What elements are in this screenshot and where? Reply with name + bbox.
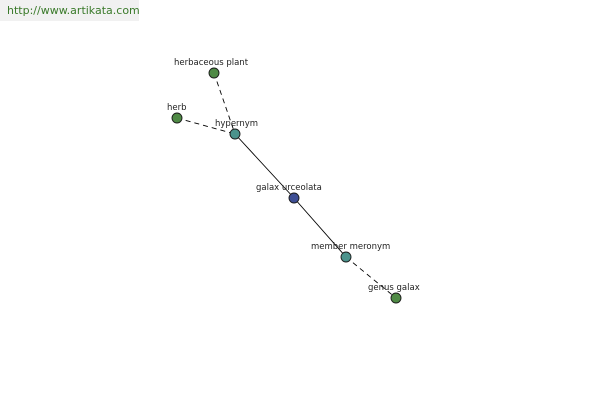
edge-herb-to-hypernym — [176, 117, 236, 135]
node-hypernym[interactable] — [229, 128, 241, 140]
node-herbaceous-plant[interactable] — [208, 67, 220, 79]
edge-hypernym-to-galax-urceolata — [234, 133, 295, 199]
edge-galax-urceolata-to-member-meronym — [293, 197, 347, 258]
nodes-layer — [171, 67, 402, 304]
node-label-herb: herb — [167, 103, 187, 113]
node-genus-galax[interactable] — [390, 292, 402, 304]
node-label-genus-galax: genus galax — [368, 283, 420, 293]
node-label-member-meronym: member meronym — [311, 242, 390, 252]
labels-layer: herbaceous plant herb hypernym galax urceol… — [167, 58, 420, 293]
edge-member-meronym-to-genus-galax — [345, 256, 397, 299]
edge-herbaceous-plant-to-hypernym — [213, 72, 236, 135]
watermark-bar: http://www.artikata.com — [0, 0, 140, 21]
node-herb[interactable] — [171, 112, 183, 124]
node-member-meronym[interactable] — [340, 251, 352, 263]
node-label-herbaceous-plant: herbaceous plant — [174, 58, 249, 68]
node-galax-urceolata[interactable] — [288, 192, 300, 204]
watermark-link[interactable]: http://www.artikata.com — [7, 4, 140, 17]
node-label-galax-urceolata: galax urceolata — [256, 183, 322, 193]
node-label-hypernym: hypernym — [215, 119, 258, 129]
edges-layer — [176, 72, 397, 299]
